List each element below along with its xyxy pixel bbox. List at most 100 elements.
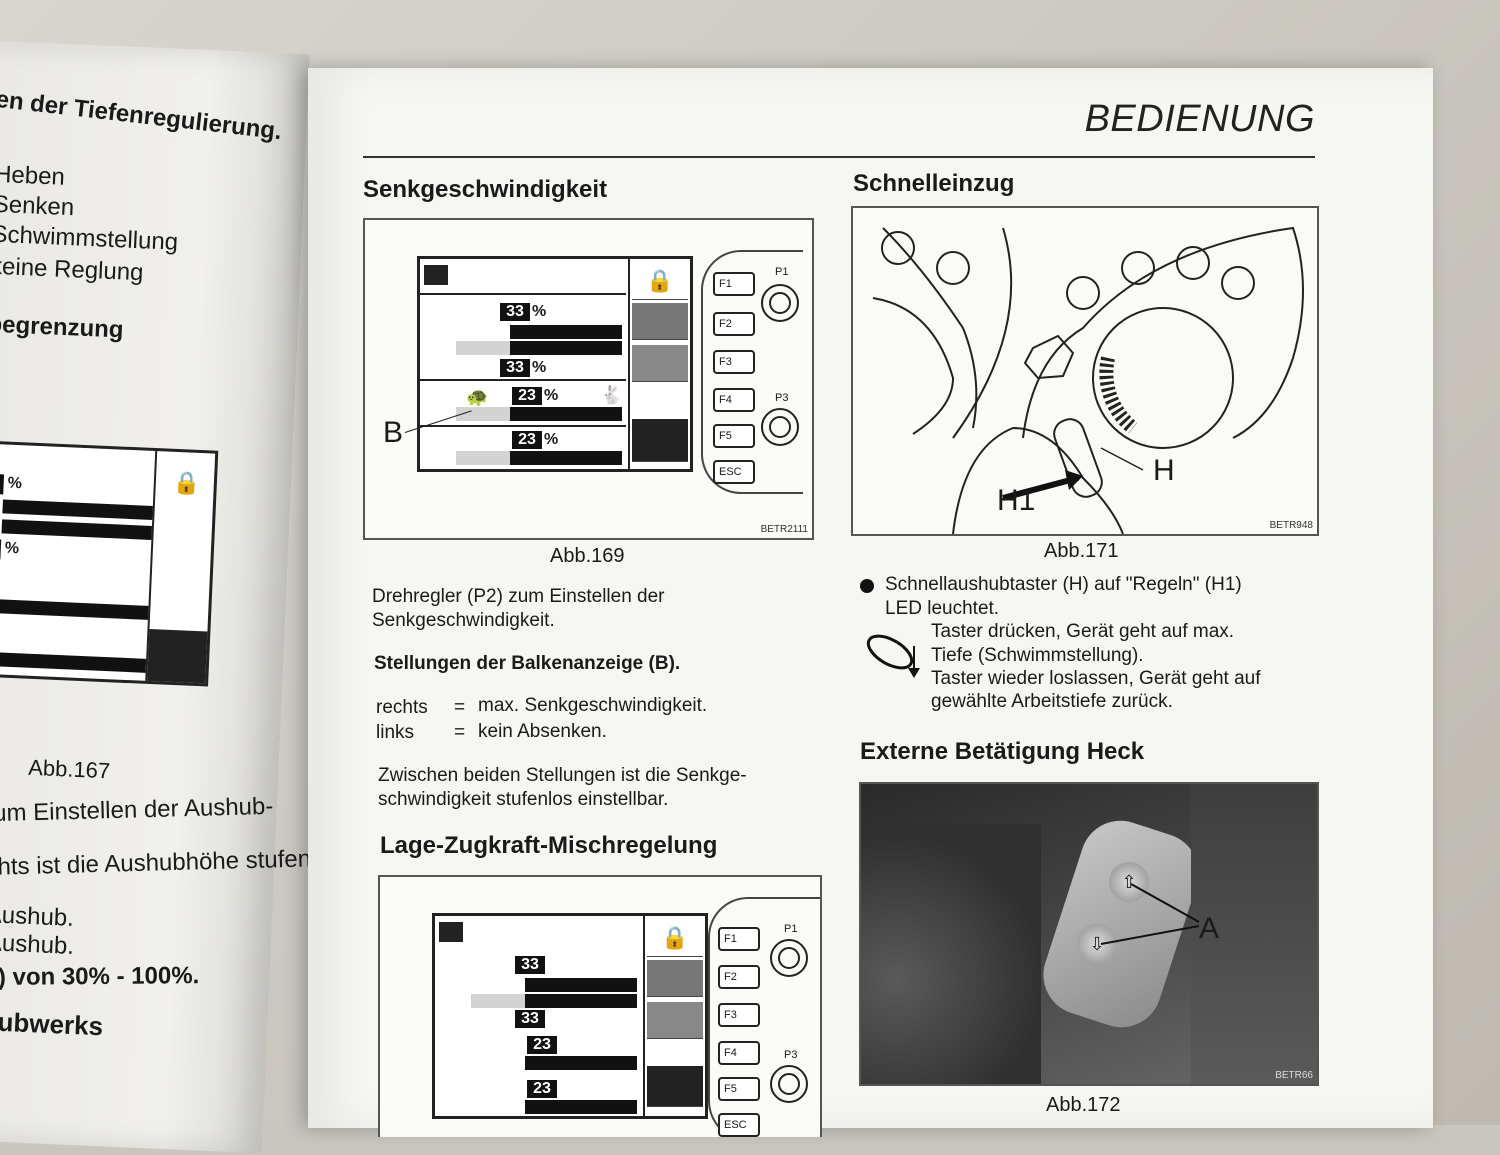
bar-light (456, 341, 510, 355)
p1-knob[interactable] (761, 284, 799, 322)
text-line: Zwischen beiden Stellungen ist die Senkg… (378, 765, 747, 786)
bar-dark (525, 978, 637, 992)
def-eq: = (454, 722, 466, 743)
bar-light (471, 994, 525, 1008)
side-panel: 🔒 (145, 451, 216, 684)
down-button[interactable]: ⇩ (1077, 924, 1117, 964)
up-button[interactable]: ⇧ (1109, 862, 1149, 902)
bar-dark (525, 1100, 637, 1114)
f5-key[interactable]: F5 (718, 1077, 760, 1101)
value-cell: 0 (0, 538, 2, 560)
def-desc: max. Senkgeschwindigkeit. (478, 695, 708, 716)
terminal-display: 33 33 23 23 🔒 (432, 913, 708, 1119)
f3-key[interactable]: F3 (718, 1003, 760, 1027)
value-cell: 23 (512, 431, 542, 449)
def-term: rechts (376, 697, 428, 718)
left-section-title: s Hubwerks (0, 1005, 104, 1042)
f5-key[interactable]: F5 (713, 424, 755, 448)
figure-ref: BETR948 (1269, 520, 1313, 531)
left-heading: en der Tiefenregulierung. (0, 85, 284, 146)
figure-caption: Abb.171 (1044, 540, 1119, 562)
bar-dark (525, 1056, 637, 1070)
bullet-icon (860, 579, 874, 593)
lock-icon: 🔒 (172, 469, 201, 497)
value-cell: 33 (500, 359, 530, 377)
keypad: F1 F2 F3 F4 F5 ESC P1 P3 (701, 250, 803, 494)
bar-dark (510, 341, 622, 355)
knob-label: P3 (775, 392, 789, 404)
callout-b: B (383, 416, 404, 449)
left-display: 30 % 0 % 23 23 🔒 (0, 439, 219, 687)
f1-key[interactable]: F1 (718, 927, 760, 951)
header-divider (363, 156, 1315, 158)
f2-key[interactable]: F2 (713, 312, 755, 336)
display-divider (420, 379, 626, 381)
text-line: schwindigkeit stufenlos einstellbar. (378, 789, 669, 810)
figure-ref: BETR2111 (760, 524, 808, 535)
side-panel: 🔒 (628, 259, 690, 469)
section-title: Schnelleinzug (853, 170, 1015, 197)
value-cell: 33 (515, 1010, 545, 1028)
figure-ref: BETR66 (1275, 1070, 1313, 1081)
percent-sign: % (544, 387, 559, 404)
wrench-slot (147, 628, 208, 684)
text-line: gewählte Arbeitstiefe zurück. (931, 691, 1173, 712)
f2-key[interactable]: F2 (718, 965, 760, 989)
text-line: Schnellaushubtaster (H) auf "Regeln" (H1… (885, 574, 1242, 595)
turtle-icon: 🐢 (466, 387, 489, 407)
section-title: Externe Betätigung Heck (860, 738, 1145, 765)
callout-h1: H1 (997, 484, 1036, 517)
esc-key[interactable]: ESC (718, 1113, 760, 1137)
knob-label: P3 (784, 1049, 798, 1061)
lift-icon (632, 345, 688, 382)
p1-knob[interactable] (770, 939, 808, 977)
photo-fender (1191, 784, 1317, 1084)
keypad: F1 F2 F3 F4 F5 ESC P1 P3 (708, 897, 820, 1137)
knob-label: P1 (784, 923, 798, 935)
photo: ⇧ ⇩ (861, 784, 1317, 1084)
figure-172: ⇧ ⇩ A BETR66 (859, 782, 1319, 1086)
bar-dark (510, 325, 622, 339)
value-cell: 30 (0, 472, 5, 495)
page-header-title: BEDIENUNG (1084, 98, 1315, 140)
left-text-line: ) zum Einstellen der Aushub- (0, 792, 274, 828)
hare-icon: 🐇 (600, 385, 623, 405)
f4-key[interactable]: F4 (718, 1041, 760, 1065)
figure-169: 33 % 33 % 🐢 23 % 🐇 23 % 🔒 (363, 218, 814, 540)
figure-171: H H1 BETR948 (851, 206, 1319, 536)
bar-dark (525, 994, 637, 1008)
lock-icon: 🔒 (632, 263, 688, 300)
value-cell: 33 (500, 303, 530, 321)
esc-key[interactable]: ESC (713, 460, 755, 484)
callout-a: A (1199, 912, 1220, 945)
callout-lines (1100, 883, 1200, 945)
text-line: Senkgeschwindigkeit. (372, 610, 555, 631)
f3-key[interactable]: F3 (713, 350, 755, 374)
display-divider (420, 425, 626, 427)
photo-tire (861, 824, 1041, 1084)
figure-caption: Abb.167 (27, 754, 111, 784)
p3-knob[interactable] (761, 408, 799, 446)
text-line: LED leuchtet. (885, 598, 1000, 619)
left-text-line: x. Aushub. (0, 900, 75, 932)
left-page: en der Tiefenregulierung. Heben Senken S… (0, 40, 319, 1154)
value-cell: 23 (527, 1036, 557, 1054)
left-section-title: begrenzung (0, 310, 125, 344)
def-eq: = (454, 697, 466, 718)
p3-knob[interactable] (770, 1065, 808, 1103)
display-divider (420, 293, 626, 295)
left-figure: 30 % 0 % 23 23 🔒 (0, 439, 262, 753)
f4-key[interactable]: F4 (713, 388, 755, 412)
terminal-display: 33 % 33 % 🐢 23 % 🐇 23 % 🔒 (417, 256, 693, 472)
bar-dark (0, 599, 149, 620)
left-text-line: n. Aushub. (0, 928, 75, 960)
bar-light (456, 407, 510, 421)
lock-icon: 🔒 (647, 920, 703, 957)
bar-dark (0, 652, 147, 673)
value-cell: 23 (527, 1080, 557, 1098)
quick-lift-icon (866, 634, 920, 678)
f1-key[interactable]: F1 (713, 272, 755, 296)
bold-line: Stellungen der Balkenanzeige (B). (374, 653, 681, 674)
def-desc: kein Absenken. (478, 721, 607, 742)
bar-dark (510, 451, 622, 465)
